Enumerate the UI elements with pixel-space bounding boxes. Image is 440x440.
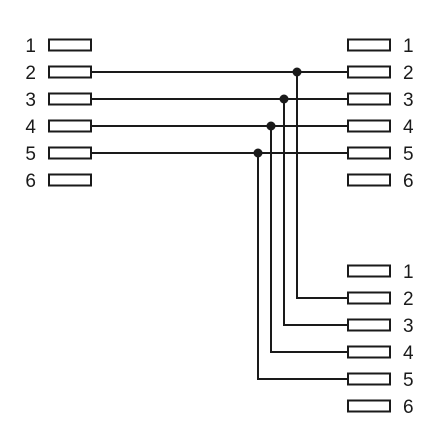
left-pin-4 <box>48 119 92 133</box>
right-bottom-pin-label-2: 2 <box>403 289 414 310</box>
right-bottom-pin-label-4: 4 <box>403 343 414 364</box>
right-top-pin-label-5: 5 <box>403 144 414 165</box>
left-pin-5 <box>48 146 92 160</box>
wire-pin-2 <box>91 71 348 299</box>
junction-pin-5 <box>253 148 263 158</box>
junction-pin-4 <box>266 121 276 131</box>
right-top-pin-label-6: 6 <box>403 171 414 192</box>
right-bottom-pin-6 <box>347 399 391 413</box>
right-bottom-pin-label-6: 6 <box>403 397 414 418</box>
junction-pin-2 <box>292 67 302 77</box>
right-bottom-pin-4 <box>347 345 391 359</box>
right-top-pin-1 <box>347 38 391 52</box>
right-top-pin-5 <box>347 146 391 160</box>
right-bottom-pin-label-5: 5 <box>403 370 414 391</box>
connector-right-top: 1 2 3 4 5 6 <box>347 36 414 192</box>
connector-right-bottom: 1 2 3 4 5 6 <box>347 262 414 418</box>
junction-pin-3 <box>279 94 289 104</box>
right-top-pin-label-2: 2 <box>403 63 414 84</box>
right-top-pin-label-3: 3 <box>403 90 414 111</box>
right-bottom-pin-label-3: 3 <box>403 316 414 337</box>
connector-left: 1 2 3 4 5 6 <box>25 36 92 192</box>
left-pin-label-3: 3 <box>25 90 36 111</box>
right-bottom-pin-5 <box>347 372 391 386</box>
right-bottom-pin-label-1: 1 <box>403 262 414 283</box>
wire-pin-3 <box>91 98 348 326</box>
right-bottom-pin-2 <box>347 291 391 305</box>
left-pin-label-5: 5 <box>25 144 36 165</box>
right-bottom-pin-3 <box>347 318 391 332</box>
right-top-pin-2 <box>347 65 391 79</box>
left-pin-3 <box>48 92 92 106</box>
wire-pin-5 <box>91 152 348 380</box>
wire-pin-4 <box>91 125 348 353</box>
left-pin-2 <box>48 65 92 79</box>
left-pin-1 <box>48 38 92 52</box>
right-top-pin-3 <box>347 92 391 106</box>
left-pin-label-4: 4 <box>25 117 36 138</box>
left-pin-label-1: 1 <box>25 36 36 57</box>
left-pin-label-2: 2 <box>25 63 36 84</box>
right-bottom-pin-1 <box>347 264 391 278</box>
right-top-pin-4 <box>347 119 391 133</box>
right-top-pin-6 <box>347 173 391 187</box>
right-top-pin-label-4: 4 <box>403 117 414 138</box>
right-top-pin-label-1: 1 <box>403 36 414 57</box>
left-pin-6 <box>48 173 92 187</box>
left-pin-label-6: 6 <box>25 171 36 192</box>
